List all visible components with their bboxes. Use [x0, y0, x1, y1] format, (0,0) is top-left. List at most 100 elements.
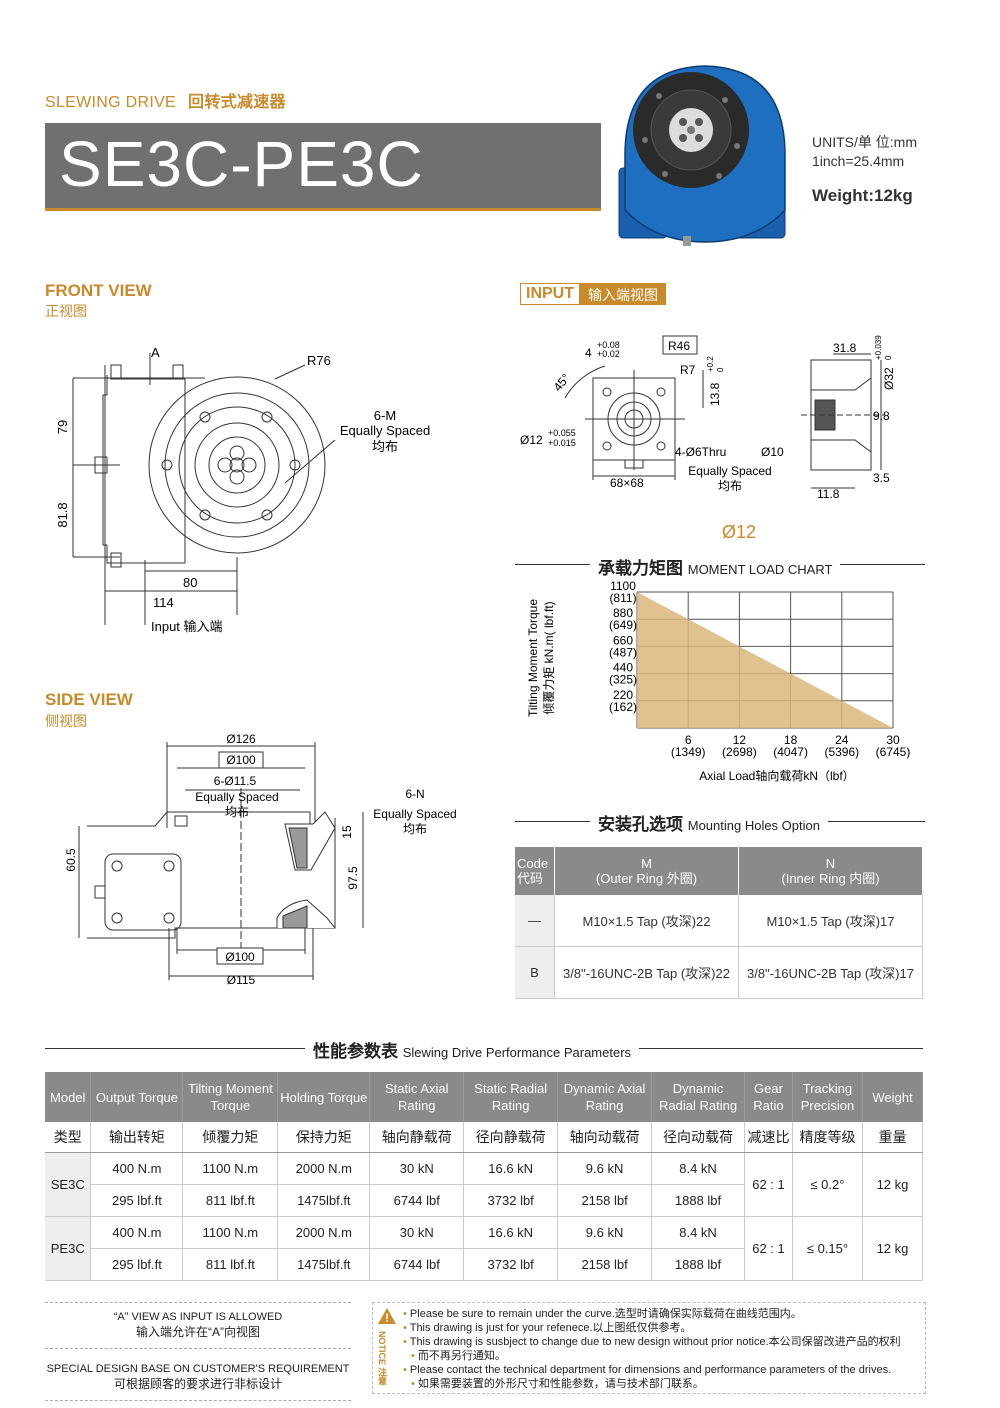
tol-4-dn: +0.02: [597, 349, 620, 359]
perf-cell-metric: 2000 N.m: [277, 1152, 371, 1185]
perf-col-header-cn: 径向动载荷: [651, 1122, 745, 1153]
dim-81-8: 81.8: [55, 502, 70, 527]
series-label: SLEWING DRIVE 回转式减速器: [45, 88, 286, 112]
perf-cell-imperial: 1888 lbf: [651, 1184, 745, 1217]
perf-ratio: 62 : 1: [744, 1152, 793, 1217]
perf-ratio: 62 : 1: [744, 1216, 793, 1281]
perf-model: SE3C: [45, 1152, 92, 1217]
dim-d12: Ø12: [520, 433, 543, 447]
label-a: A: [151, 345, 160, 360]
perf-cell-imperial: 1888 lbf: [651, 1248, 745, 1281]
perf-cell-imperial: 2158 lbf: [557, 1184, 653, 1217]
perf-cell-metric: 30 kN: [369, 1216, 465, 1249]
dim-114: 114: [153, 595, 174, 610]
perf-cell-metric: 9.6 kN: [557, 1152, 653, 1185]
perf-col-header-cn: 输出转矩: [90, 1122, 184, 1153]
chart-x-tick-sublabel: (1349): [671, 745, 706, 759]
perf-col-header-cn: 径向静载荷: [463, 1122, 559, 1153]
perf-cell-metric: 1100 N.m: [182, 1152, 279, 1185]
notes-left: “A” VIEW AS INPUT IS ALLOWED 输入端允许在“A”向视…: [45, 1302, 351, 1401]
tol-4-up: +0.08: [597, 340, 620, 350]
dim-11-8: 11.8: [817, 487, 840, 501]
series-cn: 回转式减速器: [188, 94, 286, 111]
perf-col-header: Static Axial Rating: [369, 1072, 465, 1122]
perf-weight: 12 kg: [862, 1216, 924, 1281]
dim-r76: R76: [307, 353, 331, 368]
side-view-title: SIDE VIEW: [45, 690, 133, 709]
series-en: SLEWING DRIVE: [45, 94, 177, 111]
perf-col-header-cn: 倾覆力矩: [182, 1122, 279, 1153]
mounting-row: B 3/8"-16UNC-2B Tap (攻深)22 3/8"-16UNC-2B…: [515, 946, 923, 999]
chart-y-tick-sublabel: (325): [609, 673, 637, 687]
perf-col-header-cn: 轴向动载荷: [557, 1122, 653, 1153]
input-tag-cn: 输入端视图: [580, 283, 666, 305]
chart-y-tick-label: 220: [613, 688, 633, 702]
perf-col-header: Tilting Moment Torque: [182, 1072, 279, 1122]
perf-col-header-cn: 类型: [45, 1122, 92, 1153]
note-a-view-en: “A” VIEW AS INPUT IS ALLOWED: [45, 1302, 351, 1323]
chart-x-tick-label: 6: [685, 733, 692, 747]
note-special-cn: 可根据顾客的要求进行非标设计: [45, 1375, 351, 1401]
input-view-drawing: 4 +0.08 +0.02 R46 R7 45° 13.8 +0.2 0 Ø12…: [520, 335, 896, 501]
mounting-header-en: Mounting Holes Option: [687, 818, 820, 833]
front-view-title-cn: 正视图: [45, 303, 87, 319]
tol-32-up: +0.039: [874, 335, 883, 360]
perf-cell-imperial: 6744 lbf: [369, 1248, 465, 1281]
dim-13-8: 13.8: [708, 382, 722, 406]
chart-x-tick-label: 12: [733, 733, 747, 747]
holes-m-3: 均布: [372, 439, 398, 454]
dim-68x68: 68×68: [610, 476, 644, 490]
perf-col-header: Gear Ratio: [744, 1072, 793, 1122]
notice-box: ! NOTICE 注意 Please be sure to remain und…: [372, 1302, 926, 1394]
perf-col-header: Dynamic Axial Rating: [557, 1072, 653, 1122]
mounting-code: B: [515, 946, 555, 999]
mounting-header: 安装孔选项 Mounting Holes Option: [590, 810, 828, 835]
tol-13-8-dn: 0: [716, 367, 725, 372]
warning-icon: !: [378, 1308, 396, 1325]
side-d115: Ø115: [227, 973, 256, 987]
chart-area-fill: [637, 592, 893, 728]
perf-col-header: Holding Torque: [277, 1072, 371, 1122]
note-special-en: SPECIAL DESIGN BASE ON CUSTOMER'S REQUIR…: [46, 1363, 350, 1375]
perf-cell-imperial: 2158 lbf: [557, 1248, 653, 1281]
perf-cell-imperial: 6744 lbf: [369, 1184, 465, 1217]
dim-r46: R46: [668, 339, 690, 353]
holes-m-2: Equally Spaced: [340, 423, 430, 438]
dim-9-8: 9.8: [873, 409, 890, 423]
perf-col-header: Dynamic Radial Rating: [651, 1072, 745, 1122]
side-d126: Ø126: [226, 732, 256, 746]
perf-cell-imperial: 3732 lbf: [463, 1248, 559, 1281]
perf-col-header-cn: 轴向静载荷: [369, 1122, 465, 1153]
notice-item: 如果需要装置的外形尺寸和性能参数，请与技术部门联系。: [403, 1377, 901, 1391]
chart-ticks: 6(1349)12(2698)18(4047)24(5396)30(6745)1…: [609, 579, 910, 759]
chart-x-tick-label: 18: [784, 733, 798, 747]
perf-cell-imperial: 1475lbf.ft: [277, 1248, 371, 1281]
chart-y-tick-sublabel: (811): [609, 591, 636, 605]
notice-item: 而不再另行通知。: [403, 1349, 901, 1363]
perf-precision: ≤ 0.15°: [792, 1216, 863, 1281]
perf-cell-metric: 16.6 kN: [463, 1216, 559, 1249]
mounting-col-m: M(Outer Ring 外圈): [554, 847, 739, 895]
units-line1: UNITS/单 位:mm: [812, 134, 917, 150]
chart-ylabel-cn: 倾覆力矩 kN.m( lbf.ft): [542, 601, 556, 714]
perf-cell-metric: 2000 N.m: [277, 1216, 371, 1249]
dim-r7: R7: [680, 363, 696, 377]
input-view-tag: INPUT 输入端视图: [520, 283, 666, 305]
perf-cell-metric: 16.6 kN: [463, 1152, 559, 1185]
weight-label: Weight:12kg: [812, 186, 913, 205]
chart-y-tick-sublabel: (162): [609, 700, 637, 714]
perf-model: PE3C: [45, 1216, 92, 1281]
perf-col-header: Static Radial Rating: [463, 1072, 559, 1122]
perf-col-header-cn: 减速比: [744, 1122, 793, 1153]
chart-header-cn: 承载力矩图: [598, 559, 683, 578]
side-n-1: 6-N: [405, 787, 424, 801]
perf-cell-imperial: 811 lbf.ft: [182, 1184, 279, 1217]
note-a-view-cn: 输入端允许在“A”向视图: [45, 1323, 351, 1349]
chart-ylabel-en: Tilting Moment Torque: [526, 599, 540, 717]
notice-item: Please contact the technical department …: [403, 1363, 901, 1377]
